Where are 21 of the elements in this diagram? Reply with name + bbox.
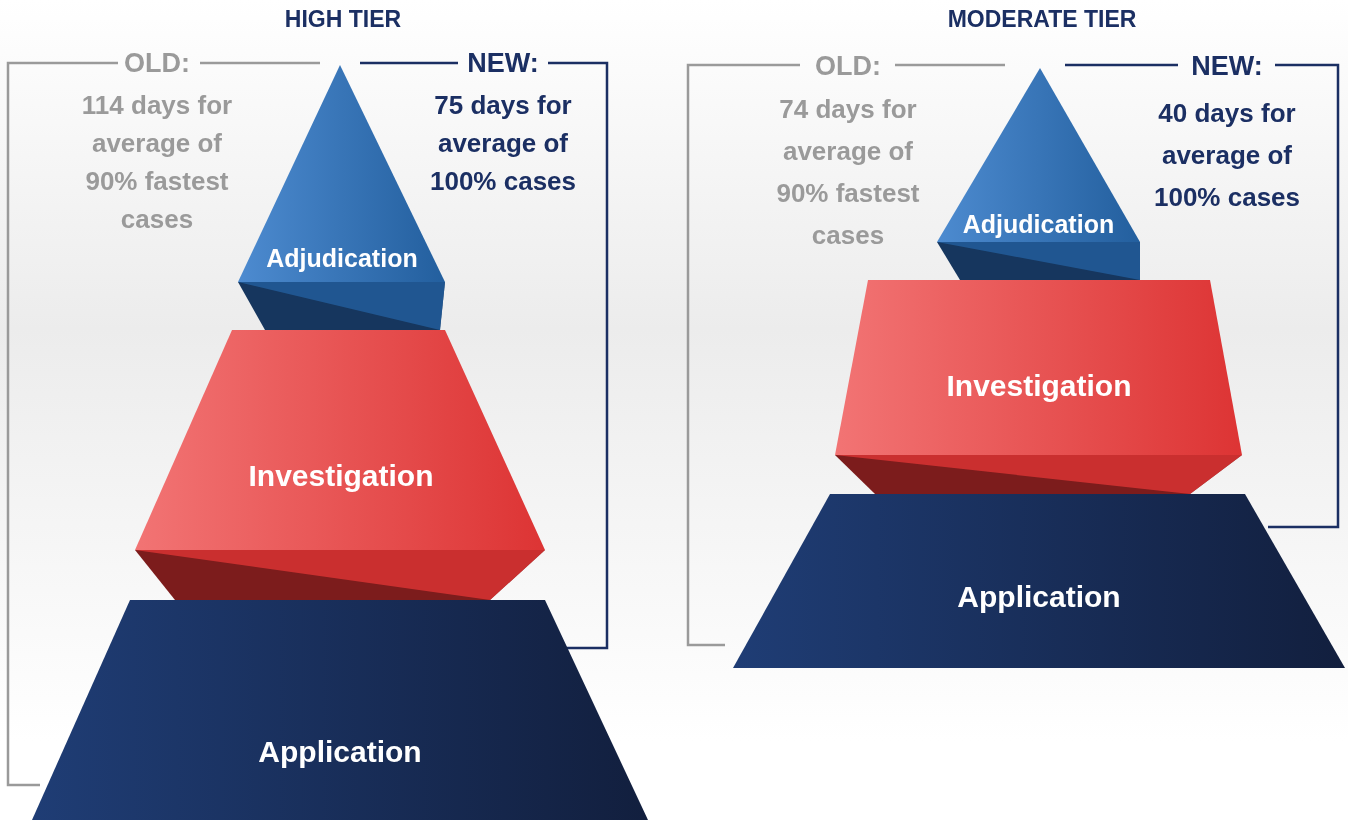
level-label: Application xyxy=(957,579,1121,615)
duration-note: 40 days for average of 100% cases xyxy=(1153,97,1301,214)
duration-note: 114 days for average of 90% fastest cases xyxy=(80,89,234,236)
level-label: Investigation xyxy=(248,458,434,494)
duration-note: 75 days for average of 100% cases xyxy=(429,89,577,198)
pyramid-level xyxy=(32,600,648,822)
level-label: Investigation xyxy=(946,368,1132,404)
tier-heading: MODERATE TIER xyxy=(946,5,1138,34)
level-label: Adjudication xyxy=(266,243,418,274)
pyramid-level xyxy=(835,280,1243,495)
pyramid-level xyxy=(733,494,1345,670)
pyramid-level xyxy=(135,330,547,600)
tier-heading: HIGH TIER xyxy=(283,5,403,34)
level-label: Adjudication xyxy=(962,209,1115,240)
bracket-label: NEW: xyxy=(1190,50,1264,83)
bracket-label: NEW: xyxy=(466,47,540,80)
bracket-label: OLD: xyxy=(123,47,191,80)
level-label: Application xyxy=(258,734,422,770)
pyramid-level xyxy=(935,66,1142,281)
duration-note: 74 days for average of 90% fastest cases xyxy=(775,93,921,252)
bracket-label: OLD: xyxy=(814,50,882,83)
